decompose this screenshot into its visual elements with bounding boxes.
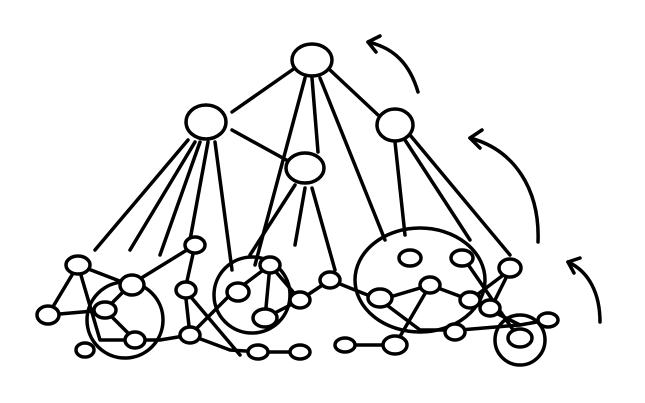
leaf-node [123,330,147,350]
leaf-node [366,287,394,309]
leaf-node [246,343,270,361]
arrow-up-icon [566,256,602,324]
level1-node [184,103,228,141]
level2-node [284,151,326,185]
leaf-nodes [35,235,560,361]
leaf-node [443,322,467,342]
group-circle [493,313,547,367]
leaf-node [258,255,282,275]
leaf-node [397,248,423,268]
upper-nodes [184,42,415,185]
leaf-node [536,311,560,329]
leaf-node [178,325,202,345]
hierarchy-edges [93,66,512,272]
leaf-node [497,257,523,279]
leaf-node [35,304,61,326]
leaf-node [251,307,279,329]
group-circle [353,226,487,334]
leaf-node [449,248,475,268]
upward-arrows [366,34,602,324]
leaf-node [74,341,96,359]
leaf-node [64,254,92,276]
arrow-up-icon [366,34,420,94]
arrow-up-icon [468,128,540,244]
leaf-node [506,327,534,349]
leaf-node [118,273,146,297]
leaf-node [333,336,357,354]
leaf-node [183,235,207,255]
root-node [290,42,334,78]
leaf-node [92,300,118,320]
leaf-node [478,298,502,318]
leaf-node [418,275,442,295]
leaf-node [318,270,342,290]
leaf-node [458,290,482,310]
leaf-node [381,334,409,356]
leaf-node [288,290,312,310]
level1-node [375,107,415,143]
leaf-node [225,281,251,303]
leaf-node [288,343,312,361]
leaf-node [174,280,198,300]
